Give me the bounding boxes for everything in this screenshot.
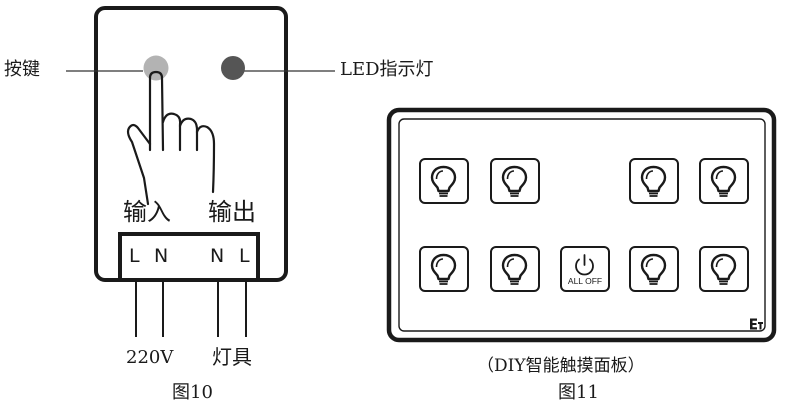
led-indicator [221,56,245,80]
button-label: 按键 [4,59,40,80]
touch-button-2[interactable] [490,158,540,204]
wires [135,280,247,337]
touch-button-5[interactable] [419,246,469,292]
input-label: 输入 [123,198,171,226]
fig11-caption: 图11 [558,382,599,403]
all-off-button[interactable]: ALL OFF [560,246,610,292]
touch-button-3[interactable] [629,158,679,204]
terminal-output-n: N [210,245,225,267]
output-label: 输出 [208,198,256,226]
fig11-subcaption: （DIY智能触摸面板） [477,356,645,376]
voltage-label: 220V [126,347,174,368]
touch-button-6[interactable] [490,246,540,292]
terminal-block [118,232,260,282]
lamp-label: 灯具 [212,345,252,369]
pointing-hand-icon [126,70,216,206]
panel-inner-frame [398,118,766,332]
terminal-input-n: N [154,245,169,267]
terminal-output-l: L [239,245,250,267]
fig10-caption: 图10 [172,382,213,403]
brand-logo-icon [748,316,764,335]
terminal-input-l: L [129,245,140,267]
touch-button-8[interactable] [699,246,749,292]
touch-button-4[interactable] [699,158,749,204]
touch-button-7[interactable] [629,246,679,292]
touch-button-1[interactable] [419,158,469,204]
all-off-label: ALL OFF [567,276,603,286]
led-label: LED指示灯 [340,59,434,80]
